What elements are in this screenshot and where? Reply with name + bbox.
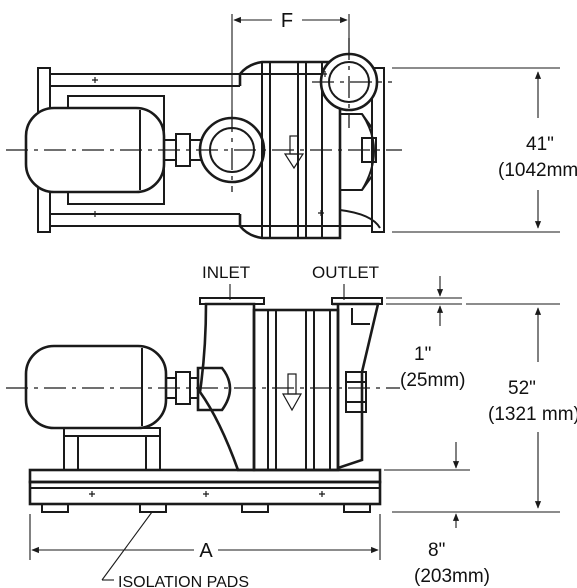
outlet-flange [331,297,383,305]
inlet-duct [198,302,256,472]
outlet-duct [332,302,380,470]
dimension-a: A [29,514,381,562]
dimension-base: 8" (203mm) [384,442,490,587]
base-frame-top [28,468,382,484]
outlet-label: OUTLET [312,263,379,282]
isolation-pad [241,503,269,513]
isolation-pad [41,503,69,513]
flow-arrow-top [283,135,305,170]
base-frame-channel [28,480,382,506]
flange-inches: 1" [414,344,431,365]
dimension-height-side: 52" (1321 mm) [392,303,577,513]
inlet-label: INLET [202,263,250,282]
flow-arrow-side [281,373,303,412]
flange-mm: (25mm) [400,370,465,391]
dim-f-label: F [281,10,293,32]
height-top-mm: (1042mm) [498,160,577,181]
dim-a-label: A [199,540,213,562]
isolation-pad [343,503,371,513]
base-mm: (203mm) [414,566,490,587]
isolation-pads-label: ISOLATION PADS [118,574,249,588]
height-side-inches: 52" [508,378,536,399]
base-inches: 8" [428,540,445,561]
dimension-f: F [231,10,350,120]
dimension-flange: 1" (25mm) [386,276,465,391]
height-top-inches: 41" [526,134,554,155]
inlet-flange [199,297,265,305]
dimension-height-top: 41" (1042mm) [392,67,577,233]
height-side-mm: (1321 mm) [488,404,577,425]
isolation-pad [139,503,167,513]
top-view: F 41" (1042mm) [6,10,577,240]
side-view: INLET OUTLET [6,263,577,588]
motor-side [24,344,168,430]
isolation-pads-callout: ISOLATION PADS [101,511,249,588]
